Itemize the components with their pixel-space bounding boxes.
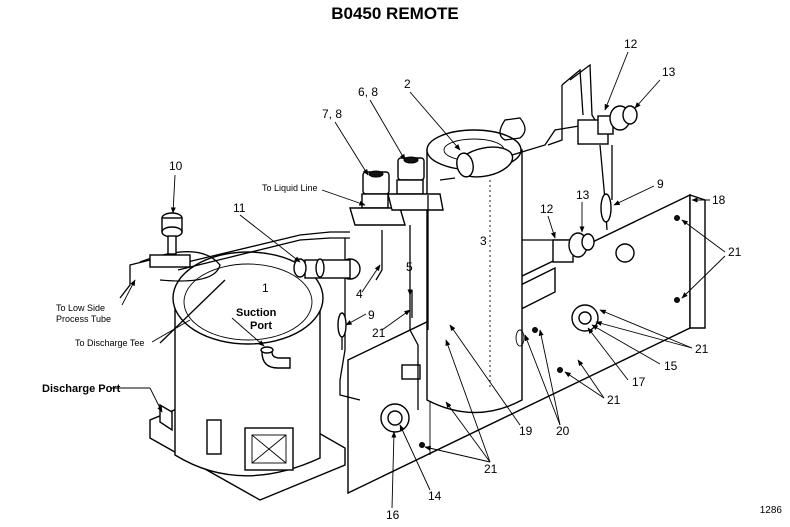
callout-21-e: 21 [484,462,498,476]
callout-labels: 2 6, 8 7, 8 10 11 1 3 5 4 9 21 12 13 9 1… [42,37,742,522]
solenoid-valve-right [387,156,444,211]
diagram-title: B0450 REMOTE [331,4,459,23]
callout-12-upper: 12 [624,37,638,51]
compressor [149,251,346,501]
callout-14: 14 [428,489,442,503]
fitting-upper [577,105,638,145]
callout-21-b: 21 [728,245,742,259]
callout-13-upper: 13 [662,65,676,79]
callout-17: 17 [632,375,646,389]
callout-11: 11 [233,201,246,215]
callout-21-d: 21 [607,393,621,407]
callout-7-8: 7, 8 [322,107,342,121]
callout-6-8: 6, 8 [358,85,378,99]
label-to-discharge-tee: To Discharge Tee [75,338,144,348]
callout-16: 16 [386,508,400,522]
callout-20: 20 [556,424,570,438]
fitting-lower [552,232,595,263]
callout-5: 5 [406,260,413,274]
callout-21-c: 21 [695,342,709,356]
callout-18: 18 [712,193,726,207]
label-process-tube: Process Tube [56,314,111,324]
callout-1: 1 [262,281,269,295]
label-suction: Suction [236,307,277,319]
filter-drier [456,117,586,178]
callout-12-lower: 12 [540,202,554,216]
access-valve-top [149,212,191,268]
label-port: Port [250,320,272,332]
pressure-control-right [600,193,612,223]
page-number: 1286 [759,505,782,516]
callout-2: 2 [404,77,411,91]
callout-3: 3 [480,234,487,248]
label-to-low-side: To Low Side [56,303,105,313]
label-discharge-port: Discharge Port [42,383,121,395]
callout-21-a: 21 [372,326,386,340]
callout-10: 10 [169,159,183,173]
callout-9-left: 9 [368,308,375,322]
callout-4: 4 [356,287,363,301]
solenoid-valve-left [349,170,406,226]
callout-9-right: 9 [657,177,664,191]
callout-13-lower: 13 [576,188,590,202]
leader-lines [110,51,726,509]
label-to-liquid-line: To Liquid Line [262,183,318,193]
callout-19: 19 [519,424,533,438]
callout-15: 15 [664,359,678,373]
